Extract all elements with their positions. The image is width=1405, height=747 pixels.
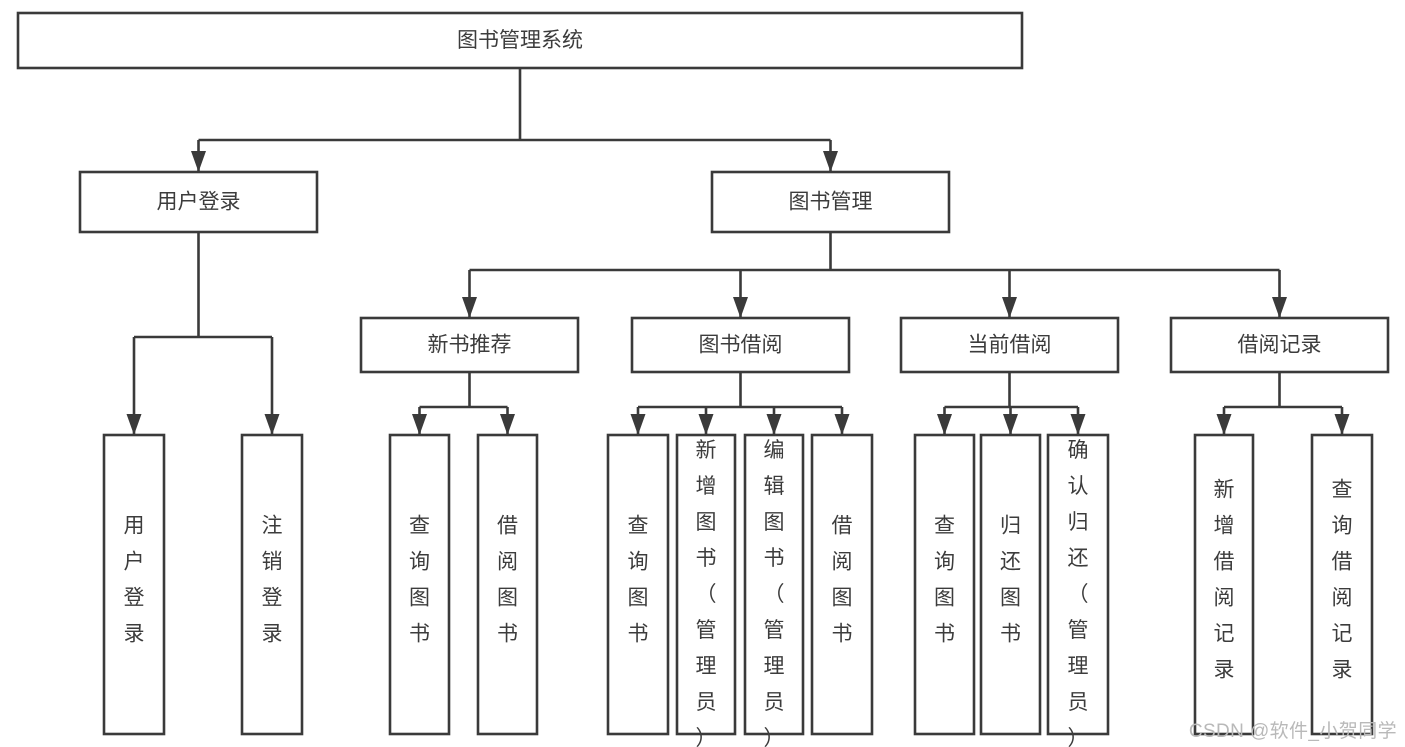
node-box-leaf-query-book-current bbox=[913, 433, 976, 736]
node-label-leaf-add-borrow-record: 新增借阅记录 bbox=[1214, 479, 1235, 682]
node-label-book-borrow: 图书借阅 bbox=[699, 334, 783, 357]
node-box-book-borrow bbox=[630, 316, 851, 374]
arrow-head-icon bbox=[766, 414, 782, 435]
node-label-leaf-user-login: 用户登录 bbox=[124, 515, 145, 646]
node-box-root bbox=[16, 11, 1024, 70]
arrow-head-icon bbox=[1272, 297, 1287, 318]
node-leaf-user-login[interactable]: 用户登录 bbox=[102, 433, 166, 736]
node-leaf-add-borrow-record[interactable]: 新增借阅记录 bbox=[1193, 433, 1255, 736]
connector-borrow-to-leaves bbox=[630, 372, 850, 435]
node-root[interactable]: 图书管理系统 bbox=[16, 11, 1024, 70]
arrow-head-icon bbox=[1334, 414, 1350, 435]
node-current-borrow[interactable]: 当前借阅 bbox=[899, 316, 1120, 374]
node-box-current-borrow bbox=[899, 316, 1120, 374]
node-label-new-book-recommend: 新书推荐 bbox=[428, 334, 512, 357]
arrow-head-icon bbox=[698, 414, 714, 435]
connector-record-to-leaves bbox=[1216, 372, 1350, 435]
arrow-head-icon bbox=[733, 297, 748, 318]
node-label-leaf-query-book-borrow: 查询图书 bbox=[628, 515, 649, 646]
node-box-leaf-edit-book-admin bbox=[743, 433, 805, 736]
connector-current-to-leaves bbox=[937, 372, 1086, 435]
node-user-login[interactable]: 用户登录 bbox=[78, 170, 319, 234]
nodes-layer: 图书管理系统用户登录图书管理新书推荐图书借阅当前借阅借阅记录用户登录注销登录查询… bbox=[16, 11, 1390, 747]
arrow-head-icon bbox=[1070, 414, 1086, 435]
node-book-borrow[interactable]: 图书借阅 bbox=[630, 316, 851, 374]
connector-userlogin-to-leaves bbox=[126, 232, 280, 435]
node-new-book-recommend[interactable]: 新书推荐 bbox=[359, 316, 580, 374]
node-label-leaf-query-book-recommend: 查询图书 bbox=[409, 515, 430, 646]
arrow-head-icon bbox=[264, 414, 280, 435]
arrow-head-icon bbox=[1003, 414, 1018, 435]
node-label-borrow-record: 借阅记录 bbox=[1238, 334, 1322, 357]
node-box-borrow-record bbox=[1169, 316, 1390, 374]
node-box-leaf-add-book-admin bbox=[675, 433, 737, 736]
node-box-leaf-query-borrow-record bbox=[1310, 433, 1374, 736]
node-box-leaf-confirm-return-admin bbox=[1046, 433, 1110, 736]
node-leaf-confirm-return-admin[interactable]: 确认归还（管理员） bbox=[1046, 433, 1110, 747]
arrow-head-icon bbox=[1216, 414, 1232, 435]
node-leaf-query-book-borrow[interactable]: 查询图书 bbox=[606, 433, 670, 736]
node-book-manage[interactable]: 图书管理 bbox=[710, 170, 951, 234]
node-box-leaf-user-login bbox=[102, 433, 166, 736]
node-label-leaf-confirm-return-admin: 确认归还（管理员） bbox=[1068, 439, 1089, 747]
node-borrow-record[interactable]: 借阅记录 bbox=[1169, 316, 1390, 374]
node-label-leaf-edit-book-admin: 编辑图书（管理员） bbox=[764, 439, 785, 747]
node-box-leaf-borrow-book bbox=[810, 433, 874, 736]
connector-root-to-level2 bbox=[191, 68, 838, 172]
arrow-head-icon bbox=[823, 151, 838, 172]
node-box-leaf-query-book-recommend bbox=[388, 433, 451, 736]
node-label-root: 图书管理系统 bbox=[457, 29, 583, 52]
node-box-leaf-return-book bbox=[979, 433, 1042, 736]
node-leaf-query-book-current[interactable]: 查询图书 bbox=[913, 433, 976, 736]
node-leaf-borrow-book-recommend[interactable]: 借阅图书 bbox=[476, 433, 539, 736]
node-box-book-manage bbox=[710, 170, 951, 234]
arrow-head-icon bbox=[126, 414, 142, 435]
node-leaf-add-book-admin[interactable]: 新增图书（管理员） bbox=[675, 433, 737, 747]
node-label-leaf-borrow-book: 借阅图书 bbox=[832, 515, 853, 646]
node-box-leaf-borrow-book-recommend bbox=[476, 433, 539, 736]
node-leaf-query-borrow-record[interactable]: 查询借阅记录 bbox=[1310, 433, 1374, 736]
node-box-leaf-add-borrow-record bbox=[1193, 433, 1255, 736]
node-box-leaf-query-book-borrow bbox=[606, 433, 670, 736]
arrow-head-icon bbox=[834, 414, 850, 435]
arrow-head-icon bbox=[1002, 297, 1017, 318]
node-label-book-manage: 图书管理 bbox=[789, 191, 873, 214]
node-label-user-login: 用户登录 bbox=[157, 191, 241, 214]
node-label-leaf-query-borrow-record: 查询借阅记录 bbox=[1332, 479, 1353, 682]
arrow-head-icon bbox=[630, 414, 646, 435]
node-label-leaf-logout: 注销登录 bbox=[262, 515, 283, 646]
node-leaf-logout[interactable]: 注销登录 bbox=[240, 433, 304, 736]
node-label-leaf-add-book-admin: 新增图书（管理员） bbox=[696, 439, 717, 747]
node-label-leaf-borrow-book-recommend: 借阅图书 bbox=[497, 515, 518, 646]
connector-recommend-to-leaves bbox=[412, 372, 515, 435]
arrow-head-icon bbox=[937, 414, 952, 435]
node-label-leaf-return-book: 归还图书 bbox=[1000, 515, 1021, 646]
node-box-leaf-logout bbox=[240, 433, 304, 736]
node-label-leaf-query-book-current: 查询图书 bbox=[934, 515, 955, 646]
node-label-current-borrow: 当前借阅 bbox=[968, 334, 1052, 357]
arrow-head-icon bbox=[191, 151, 206, 172]
node-box-new-book-recommend bbox=[359, 316, 580, 374]
node-leaf-return-book[interactable]: 归还图书 bbox=[979, 433, 1042, 736]
node-leaf-borrow-book[interactable]: 借阅图书 bbox=[810, 433, 874, 736]
connectors-layer bbox=[126, 68, 1350, 435]
node-box-user-login bbox=[78, 170, 319, 234]
arrow-head-icon bbox=[500, 414, 515, 435]
node-leaf-query-book-recommend[interactable]: 查询图书 bbox=[388, 433, 451, 736]
node-leaf-edit-book-admin[interactable]: 编辑图书（管理员） bbox=[743, 433, 805, 747]
arrow-head-icon bbox=[412, 414, 427, 435]
connector-bookmanage-to-level3 bbox=[462, 232, 1287, 318]
arrow-head-icon bbox=[462, 297, 477, 318]
